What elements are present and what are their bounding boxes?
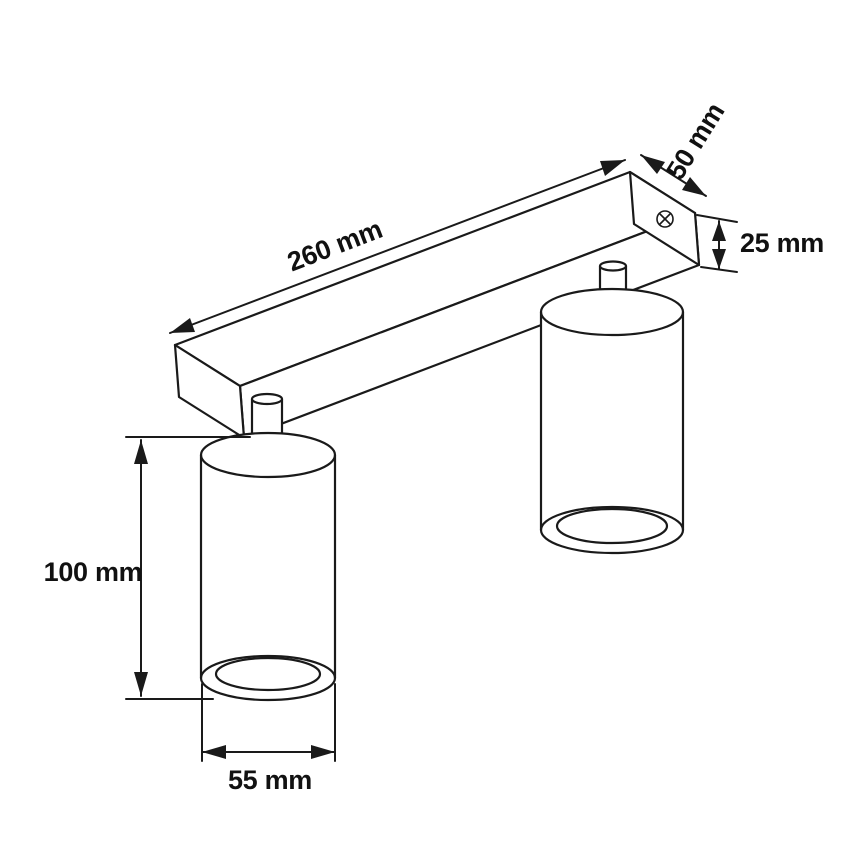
dimension-label-spot-height: 100 mm bbox=[44, 557, 143, 587]
neck-top-ellipse bbox=[598, 260, 628, 272]
cylinder-bottom-rim bbox=[199, 654, 337, 702]
cylinder-inner-recess bbox=[214, 656, 322, 692]
dimension-label-bar-depth: 50 mm bbox=[660, 98, 730, 185]
dimension-label-bar-length: 260 mm bbox=[283, 214, 386, 277]
dimension-label-bar-height: 25 mm bbox=[740, 228, 824, 258]
arrowhead-icon bbox=[311, 745, 335, 759]
right-spotlight bbox=[539, 260, 685, 555]
arrowhead-icon bbox=[712, 221, 726, 241]
dimension-bar-depth: 50 mm bbox=[640, 98, 730, 197]
phillips-screw-icon bbox=[656, 210, 674, 228]
left-spotlight bbox=[199, 392, 337, 702]
arrowhead-icon bbox=[641, 155, 665, 174]
left-spotlight-body bbox=[199, 431, 337, 702]
arrowhead-icon bbox=[712, 249, 726, 269]
arrowhead-icon bbox=[170, 318, 195, 333]
screw-head-circle bbox=[656, 210, 674, 228]
cylinder-mask bbox=[201, 433, 335, 700]
dimension-spot-height: 100 mm bbox=[44, 436, 251, 700]
arrowhead-icon bbox=[202, 745, 226, 759]
mounting-bar bbox=[173, 170, 701, 440]
cylinder-mask bbox=[541, 289, 683, 553]
cylinder-bottom-rim bbox=[539, 505, 685, 555]
dimension-label-spot-diameter: 55 mm bbox=[228, 765, 312, 795]
arrowhead-icon bbox=[134, 672, 148, 696]
dimension-line bbox=[169, 159, 626, 334]
right-spotlight-body bbox=[539, 287, 685, 555]
arrowhead-icon bbox=[682, 177, 706, 196]
cylinder-top-ellipse bbox=[539, 287, 685, 337]
cylinder-top-ellipse bbox=[199, 431, 337, 479]
screw-slot-line bbox=[659, 213, 671, 225]
dimension-spot-diameter: 55 mm bbox=[201, 683, 336, 795]
extension-line bbox=[696, 214, 738, 223]
neck-top-ellipse bbox=[250, 392, 284, 406]
arrowhead-icon bbox=[134, 440, 148, 464]
cylinder-inner-recess bbox=[555, 507, 669, 545]
dimension-bar-height: 25 mm bbox=[696, 214, 824, 273]
arrowhead-icon bbox=[600, 160, 625, 176]
